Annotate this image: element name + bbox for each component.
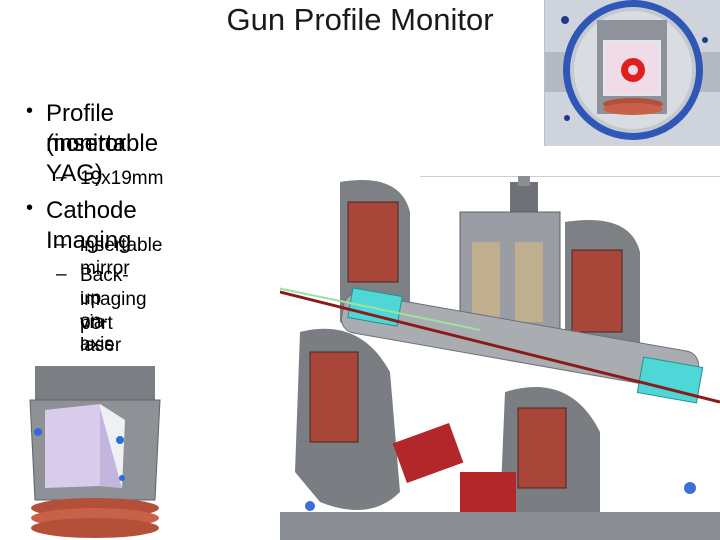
mirror-housing-illustration (29, 366, 161, 538)
dash-marker: – (56, 264, 67, 285)
sub-bullet-backup-cont: imaging via laser (80, 289, 147, 356)
sub-bullet-size: 19x19mm (80, 168, 164, 189)
mover-box-2 (460, 472, 516, 516)
yag-viewport-illustration (545, 0, 720, 146)
laser-line (280, 287, 481, 331)
yag-viewport-photo (544, 0, 720, 146)
solenoid-back-right (565, 220, 640, 366)
sub-bullet-backup: Back-up on-axis (80, 265, 129, 355)
bullet-marker: • (26, 100, 34, 122)
beam-line (280, 290, 720, 404)
bullet-marker: • (26, 197, 34, 219)
sub-bullet-mirror: insertable mirror (80, 235, 163, 279)
bullet-profile-monitor: Profile monitor (46, 100, 127, 157)
mover-box-1 (392, 423, 464, 483)
slide-title: Gun Profile Monitor (226, 2, 494, 37)
support-plate (280, 512, 720, 540)
bellows-right (636, 356, 704, 404)
divider (420, 176, 720, 177)
solenoid-front-right (500, 387, 600, 540)
cad-assembly (280, 176, 720, 540)
sub-bullet-backup-cont2: port (80, 313, 113, 334)
dash-marker: – (56, 167, 67, 188)
solenoid-front-left (295, 328, 400, 510)
bullet-profile-monitor-cont: (insertable YAG) (46, 130, 159, 187)
dash-marker: – (56, 234, 67, 255)
bullet-cathode-imaging: Cathode Imaging (46, 197, 137, 254)
